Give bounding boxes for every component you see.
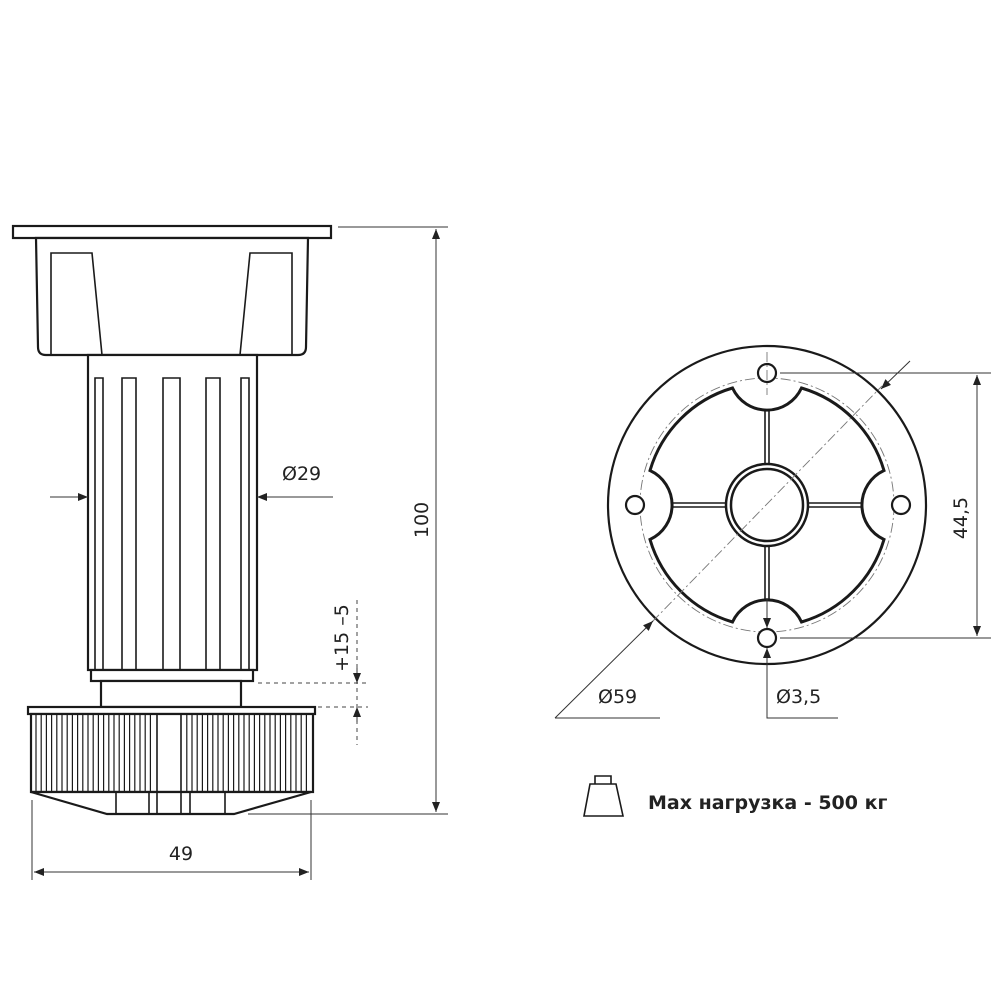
load-note: Мах нагрузка - 500 кг [583,775,888,817]
height-extension-lines [248,226,448,815]
adjuster-shaft [99,679,243,709]
adjustment-label: +15 –5 [331,604,353,672]
outer-diameter-label: Ø59 [598,686,637,708]
hub-outer [724,462,810,548]
column-slot [121,377,137,670]
mounting-cup [34,236,310,357]
spokes [672,410,862,600]
top-plate [11,224,333,240]
column-slots [94,377,250,670]
hole-diameter-label: Ø3,5 [776,686,821,708]
width-label: 49 [169,843,193,865]
inner-cutout [648,386,886,624]
column-slot [240,377,250,670]
bottom-view: Ø59 Ø3,5 44,5 [554,344,991,719]
base-foot [30,790,312,816]
weight-icon [583,775,624,817]
mounting-hole-right [890,494,912,516]
side-view: 100 Ø29 +15 –5 49 [11,224,448,880]
knurling [35,714,307,792]
hole-spacing-label: 44,5 [950,497,972,539]
knurl-lines [35,714,307,792]
outer-diameter-leader [554,620,654,719]
width-extension-lines [31,800,312,880]
outer-diameter-arrow-top [880,360,911,390]
cup-rib-right [239,252,293,356]
foot-details [115,714,226,814]
mounting-hole-bottom [756,627,778,649]
column [86,353,259,672]
max-load-text: Мах нагрузка - 500 кг [648,792,888,814]
column-diameter-label: Ø29 [282,463,321,485]
mounting-hole-left [624,494,646,516]
cup-rib-left [50,252,103,356]
column-slot [205,377,221,670]
height-label: 100 [411,502,433,538]
hole-spacing-extension-lines [780,372,991,639]
column-collar [89,668,255,683]
mounting-holes [624,362,912,649]
hub-inner [729,467,805,543]
column-slot [162,377,181,670]
knurled-base [29,712,315,794]
column-slot [94,377,104,670]
hole-diameter-leader [766,664,838,719]
centerlines [651,352,883,623]
